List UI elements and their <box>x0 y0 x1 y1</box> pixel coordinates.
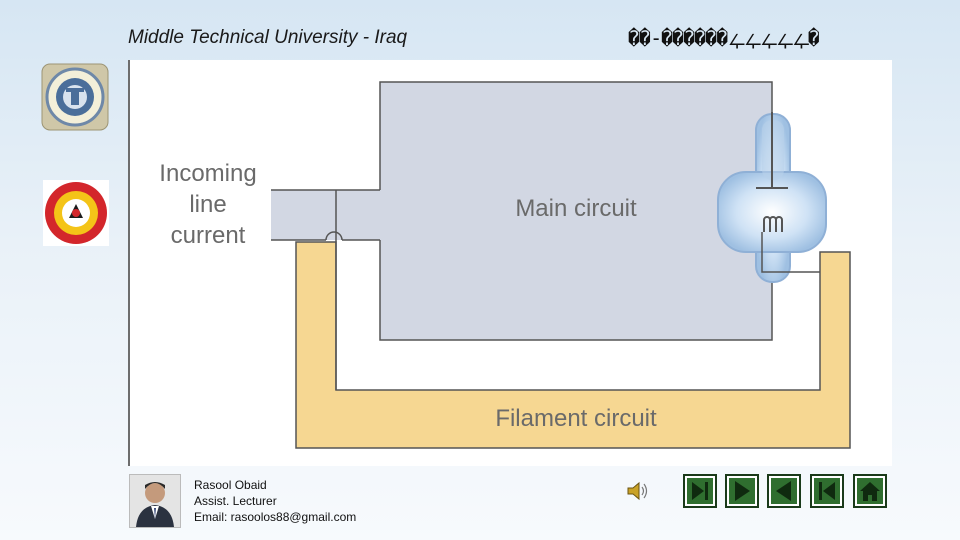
header-garbled-text: ��-������ഺഺഺഺഺ� <box>628 26 820 50</box>
incoming-line-stub <box>271 190 381 240</box>
college-logo <box>43 180 109 246</box>
label-filament-circuit: Filament circuit <box>495 405 657 432</box>
end-icon <box>685 476 715 506</box>
nav-previous-button[interactable] <box>767 474 801 508</box>
presenter-email[interactable]: Email: rasoolos88@gmail.com <box>194 510 357 524</box>
xray-tube <box>717 112 827 283</box>
presenter-name: Rasool Obaid <box>194 478 267 492</box>
presenter-info: Rasool Obaid Assist. Lecturer Email: ras… <box>194 477 356 525</box>
xray-circuit-diagram: Incoming line current Main circuit Filam… <box>128 60 892 466</box>
nav-first-button[interactable] <box>810 474 844 508</box>
university-logo <box>41 63 109 131</box>
wire-crossover <box>325 231 343 241</box>
speaker-icon[interactable] <box>625 478 651 504</box>
next-icon <box>727 476 757 506</box>
home-icon <box>855 476 885 506</box>
previous-icon <box>769 476 799 506</box>
nav-home-button[interactable] <box>853 474 887 508</box>
nav-next-button[interactable] <box>725 474 759 508</box>
nav-end-button[interactable] <box>683 474 717 508</box>
presenter-avatar <box>129 474 181 528</box>
first-icon <box>812 476 842 506</box>
label-incoming-3: current <box>171 222 246 249</box>
presenter-role: Assist. Lecturer <box>194 494 277 508</box>
label-incoming-2: line <box>189 191 226 218</box>
label-incoming-1: Incoming <box>159 160 256 187</box>
main-circuit-box <box>379 81 773 341</box>
page-title: Middle Technical University - Iraq <box>128 27 408 48</box>
label-main-circuit: Main circuit <box>515 195 637 222</box>
